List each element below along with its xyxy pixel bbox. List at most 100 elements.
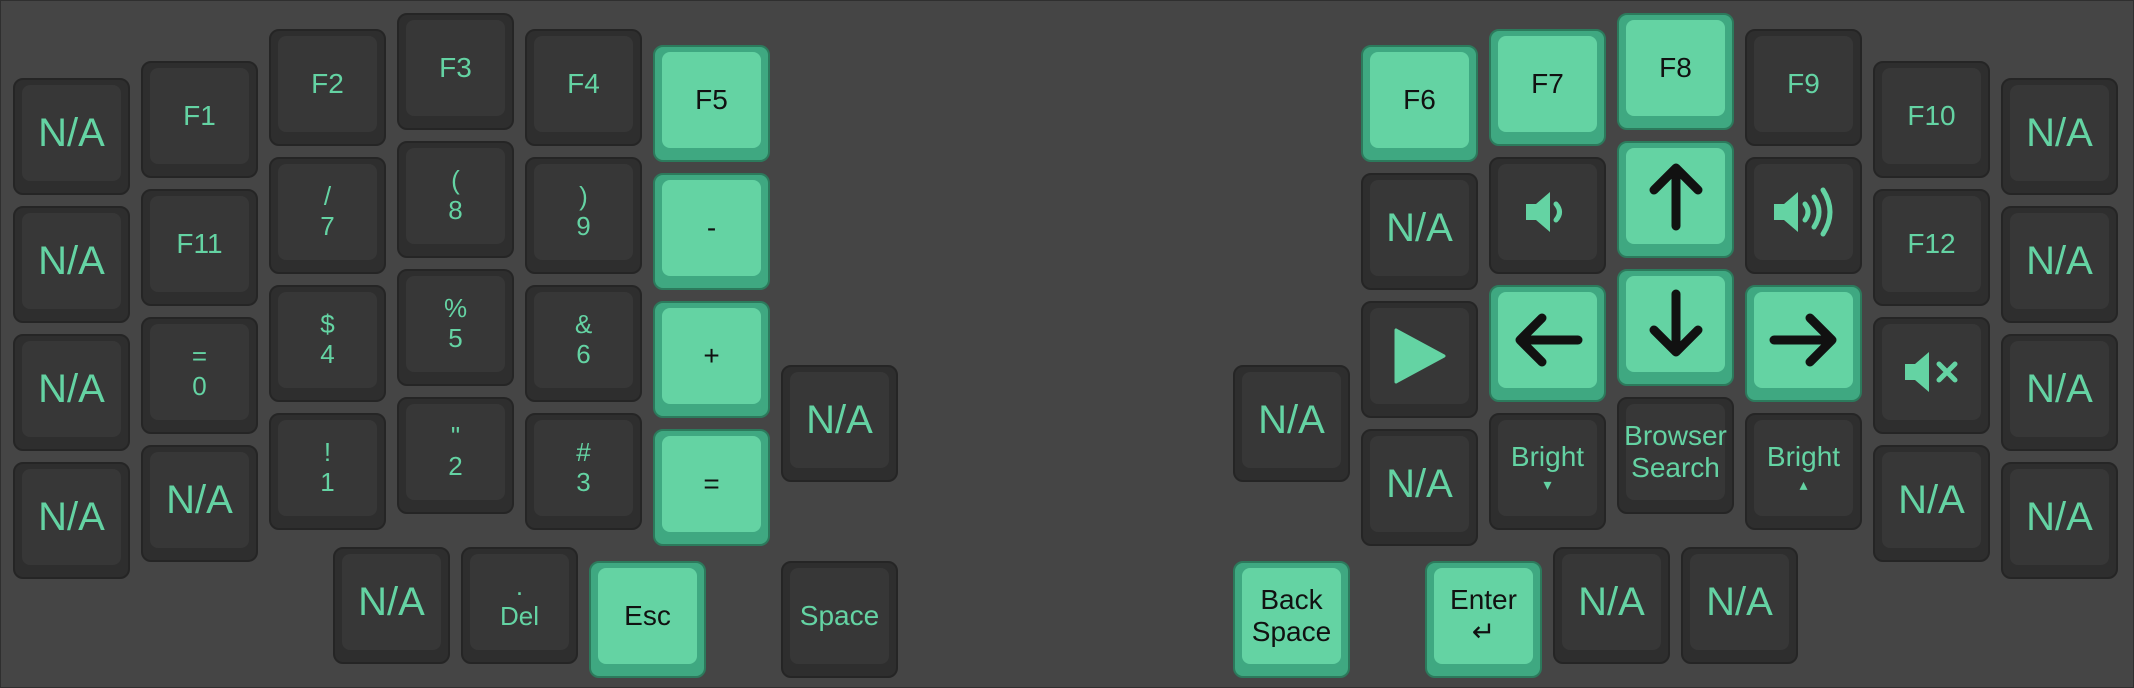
key-label: F12	[1907, 227, 1956, 259]
key-label: Search	[1631, 452, 1720, 483]
key-label: N/A	[1386, 462, 1453, 506]
key-minus: -	[653, 173, 770, 290]
key-label: Enter	[1450, 583, 1517, 615]
key-excl-one: !1	[269, 413, 386, 530]
key-label: 9	[576, 211, 591, 241]
key-na: N/A	[2001, 206, 2118, 323]
key-label: N/A	[2026, 111, 2093, 155]
key-label: Browser	[1624, 419, 1727, 451]
key-label: N/A	[358, 580, 425, 624]
return-icon: ↵	[1471, 616, 1496, 647]
key-f4: F4	[525, 29, 642, 146]
key-shift-label: "	[450, 421, 461, 452]
key-label: 1	[320, 467, 335, 497]
key-f3: F3	[397, 13, 514, 130]
key-f12: F12	[1873, 189, 1990, 306]
key-label: Bright	[1510, 440, 1585, 472]
key-play	[1361, 301, 1478, 418]
key-f2: F2	[269, 29, 386, 146]
key-shift-label: /	[323, 181, 332, 212]
key-f10: F10	[1873, 61, 1990, 178]
key-shift-label: &	[574, 309, 593, 340]
key-hash-three: #3	[525, 413, 642, 530]
key-label: N/A	[1706, 580, 1773, 624]
key-shift-label: .	[515, 571, 524, 602]
key-dollar-four: $4	[269, 285, 386, 402]
key-na: N/A	[13, 78, 130, 195]
arrow-up-icon	[1649, 163, 1702, 231]
key-na: N/A	[1361, 429, 1478, 546]
key-del: .Del	[461, 547, 578, 664]
key-label: N/A	[38, 239, 105, 283]
key-f5: F5	[653, 45, 770, 162]
key-rparen-nine: )9	[525, 157, 642, 274]
key-na: N/A	[1873, 445, 1990, 562]
key-label: +	[703, 339, 720, 371]
key-volume-up	[1745, 157, 1862, 274]
key-label: N/A	[1258, 398, 1325, 442]
key-equals: =	[653, 429, 770, 546]
key-na: N/A	[333, 547, 450, 664]
key-na: N/A	[141, 445, 258, 562]
key-label: N/A	[38, 367, 105, 411]
key-label: =	[703, 467, 720, 499]
key-label: 3	[576, 467, 591, 497]
key-label: N/A	[2026, 239, 2093, 283]
key-label: F10	[1907, 99, 1956, 131]
key-shift-label: $	[320, 309, 335, 340]
key-label: Bright	[1766, 440, 1841, 472]
key-bright-up: Bright ▴	[1745, 413, 1862, 530]
key-label: N/A	[2026, 495, 2093, 539]
key-label: N/A	[38, 111, 105, 155]
key-label: F3	[439, 51, 472, 83]
key-quote-two: "2	[397, 397, 514, 514]
arrow-down-icon	[1649, 289, 1702, 357]
key-label: N/A	[1386, 206, 1453, 250]
caret-up-icon: ▴	[1799, 476, 1808, 494]
key-label: N/A	[806, 398, 873, 442]
key-shift-label: =	[191, 341, 208, 372]
key-mute	[1873, 317, 1990, 434]
key-shift-label: )	[579, 181, 588, 212]
caret-down-icon: ▾	[1543, 476, 1552, 494]
key-slash-seven: /7	[269, 157, 386, 274]
volume-down-icon	[1525, 192, 1562, 232]
key-na: N/A	[2001, 462, 2118, 579]
key-label: Space	[799, 599, 880, 631]
key-shift-label: %	[443, 293, 468, 324]
key-label: Esc	[624, 599, 671, 631]
key-label: 6	[576, 339, 591, 369]
key-shift-label: #	[576, 437, 591, 468]
key-shift-label: !	[323, 437, 332, 468]
key-shift-label: (	[451, 165, 460, 196]
key-label: Del	[499, 601, 539, 631]
key-f6: F6	[1361, 45, 1478, 162]
key-na: N/A	[781, 365, 898, 482]
key-label: 5	[448, 323, 463, 353]
key-label: N/A	[1578, 580, 1645, 624]
key-label: F11	[176, 227, 223, 259]
key-left	[1489, 285, 1606, 402]
key-label: 0	[192, 371, 207, 401]
key-percent-five: %5	[397, 269, 514, 386]
arrow-right-icon	[1769, 313, 1836, 367]
key-up	[1617, 141, 1734, 258]
key-label: F7	[1531, 67, 1564, 99]
key-label: Space	[1251, 616, 1332, 647]
key-space: Space	[781, 561, 898, 678]
mute-icon	[1904, 352, 1957, 392]
key-label: F9	[1787, 67, 1820, 99]
key-na: N/A	[13, 206, 130, 323]
key-label: F5	[695, 83, 728, 115]
key-equals-zero: =0	[141, 317, 258, 434]
key-bright-down: Bright ▾	[1489, 413, 1606, 530]
key-na: N/A	[1553, 547, 1670, 664]
key-down	[1617, 269, 1734, 386]
key-label: N/A	[38, 495, 105, 539]
arrow-left-icon	[1515, 313, 1582, 367]
key-right	[1745, 285, 1862, 402]
key-label: F1	[183, 99, 216, 131]
